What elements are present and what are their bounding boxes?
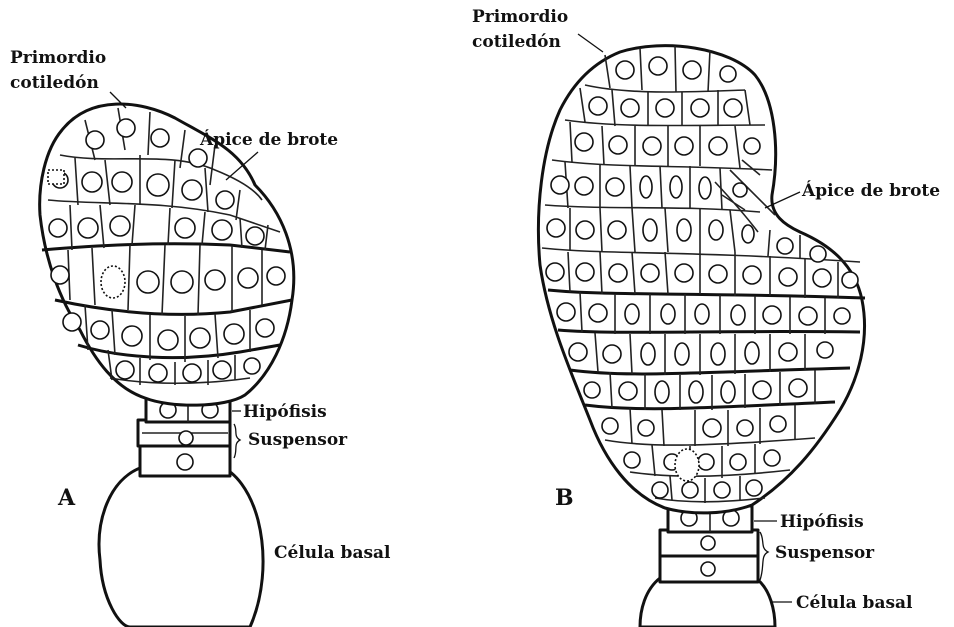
label-cotyledon-a-2: cotiledón — [10, 73, 99, 93]
basal-cell-b — [640, 578, 775, 627]
label-hypophysis-b: Hipófisis — [780, 512, 864, 532]
label-hypophysis-a: Hipófisis — [243, 402, 327, 422]
label-suspensor-b: Suspensor — [775, 543, 875, 563]
panel-letter-a: A — [57, 485, 76, 511]
label-shoot-apex-a: Ápice de brote — [199, 129, 338, 150]
label-cotyledon-b-1: Primordio — [472, 7, 568, 27]
embryo-b: Primordio cotiledón Ápice de brote Hipóf… — [472, 7, 940, 627]
label-basal-cell-b: Célula basal — [796, 593, 913, 613]
panel-letter-b: B — [555, 485, 574, 511]
label-suspensor-a: Suspensor — [248, 430, 348, 450]
brace-suspensor-b — [760, 532, 768, 580]
label-cotyledon-a-1: Primordio — [10, 48, 106, 68]
basal-cell-a — [99, 466, 263, 627]
label-shoot-apex-b: Ápice de brote — [801, 180, 940, 201]
label-cotyledon-b-2: cotiledón — [472, 32, 561, 52]
leader-cotyledon-b — [578, 34, 603, 52]
embryo-a: Primordio cotiledón Ápice de brote Hipóf… — [10, 48, 391, 627]
brace-suspensor-a — [234, 424, 240, 458]
label-basal-cell-a: Célula basal — [274, 543, 391, 563]
